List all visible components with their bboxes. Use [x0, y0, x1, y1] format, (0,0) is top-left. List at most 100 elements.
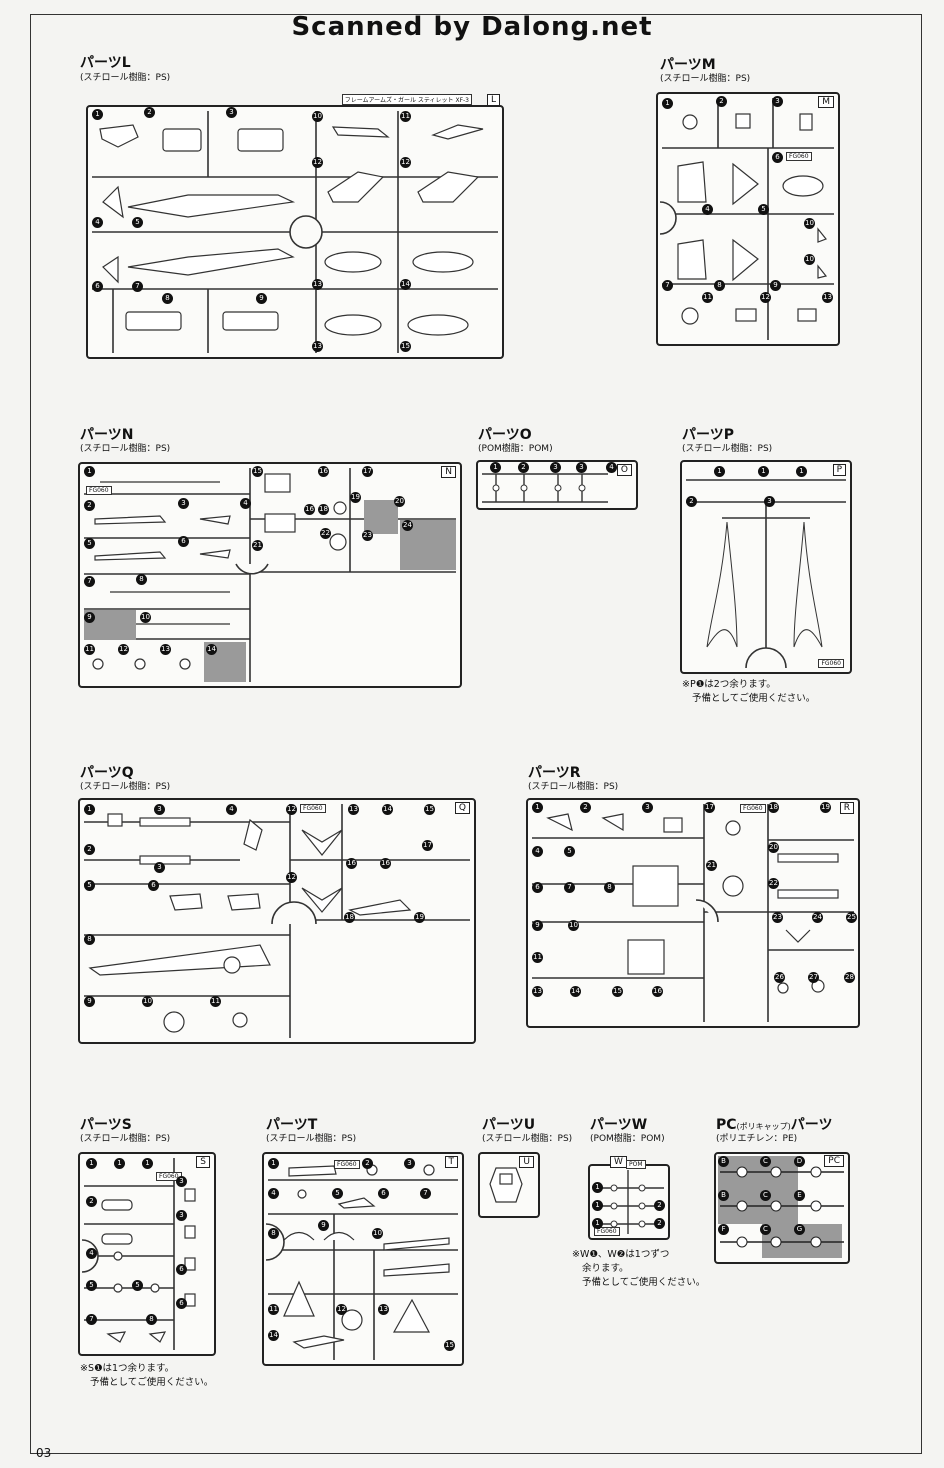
note-p: ※P❶は2つ余ります。 予備としてご使用ください。 — [682, 678, 815, 706]
part-number: 16 — [380, 858, 391, 869]
part-number: 11 — [400, 111, 411, 122]
part-number: 6 — [176, 1298, 187, 1309]
watermark: Scanned by Dalong.net — [291, 12, 653, 42]
sprue-u-runners — [489, 1167, 523, 1203]
part-number: 9 — [84, 612, 95, 623]
fg-code: FG060 — [786, 152, 812, 161]
sprue-q-material: (スチロール樹脂：PS) — [80, 782, 171, 792]
page-border — [30, 14, 922, 1454]
part-number: 1 — [142, 1158, 153, 1169]
part-number: 3 — [772, 96, 783, 107]
part-number: 24 — [812, 912, 823, 923]
sprue-r-title: パーツR — [528, 765, 581, 781]
part-number: 13 — [312, 279, 323, 290]
sprue-n-tag: N — [441, 466, 456, 478]
sprue-pc-runners — [720, 1166, 844, 1248]
part-number: 12 — [400, 157, 411, 168]
note-s: ※S❶は1つ余ります。 予備としてご使用ください。 — [80, 1362, 213, 1390]
part-number: 9 — [256, 293, 267, 304]
sprue-w: W POM FG060 1 1 2 1 2 — [588, 1156, 670, 1240]
part-letter: C — [760, 1224, 771, 1235]
part-number: 28 — [844, 972, 855, 983]
part-number: 17 — [422, 840, 433, 851]
fg-code: FG060 — [86, 486, 112, 495]
fg-code: FG060 — [594, 1227, 620, 1236]
part-number: 23 — [772, 912, 783, 923]
sprue-t-title: パーツT — [266, 1117, 318, 1133]
part-number: 2 — [580, 802, 591, 813]
part-number: 25 — [846, 912, 857, 923]
sprue-p-runners — [686, 479, 846, 669]
note-line: ※S❶は1つ余ります。 — [80, 1363, 175, 1374]
part-number: 22 — [320, 528, 331, 539]
sprue-u-title: パーツU — [482, 1117, 536, 1133]
sprue-r-runners — [532, 804, 854, 1022]
part-number: 1 — [84, 466, 95, 477]
sprue-o: O 1 2 3 3 4 — [476, 460, 638, 510]
part-number: 6 — [176, 1264, 187, 1275]
sprue-u-tag: U — [519, 1156, 534, 1168]
part-number: 4 — [86, 1248, 97, 1259]
part-number: 7 — [564, 882, 575, 893]
part-number: 10 — [568, 920, 579, 931]
part-number: 7 — [86, 1314, 97, 1325]
note-line: 予備としてご使用ください。 — [692, 693, 816, 704]
part-number: 1 — [592, 1200, 603, 1211]
part-number: 2 — [84, 844, 95, 855]
part-number: 15 — [252, 466, 263, 477]
sprue-n-title: パーツN — [80, 427, 134, 443]
part-number: 9 — [318, 1220, 329, 1231]
part-number: 14 — [382, 804, 393, 815]
part-number: 23 — [362, 530, 373, 541]
part-number: 17 — [704, 802, 715, 813]
part-number: 10 — [804, 254, 815, 265]
part-number: 4 — [532, 846, 543, 857]
sprue-t-tag: T — [444, 1156, 458, 1168]
part-number: 12 — [336, 1304, 347, 1315]
part-number: 16 — [304, 504, 315, 515]
part-number: 2 — [84, 500, 95, 511]
fg-code: FG060 — [740, 804, 766, 813]
part-number: 4 — [606, 462, 617, 473]
part-number: 14 — [570, 986, 581, 997]
part-number: 14 — [268, 1330, 279, 1341]
note-w: ※W❶、W❷は1つずつ 余ります。 予備としてご使用ください。 — [572, 1248, 705, 1290]
part-number: 10 — [142, 996, 153, 1007]
sprue-u-material: (スチロール樹脂：PS) — [482, 1134, 573, 1144]
sprue-q-tag: Q — [454, 802, 470, 814]
sprue-p-tag: P — [832, 464, 846, 476]
part-number: 5 — [564, 846, 575, 857]
sprue-s-title: パーツS — [80, 1117, 132, 1133]
note-line: 予備としてご使用ください。 — [582, 1277, 706, 1288]
sprue-s-runners — [81, 1158, 196, 1350]
part-number: 2 — [362, 1158, 373, 1169]
pc-title-end: パーツ — [790, 1117, 833, 1133]
part-number: 4 — [268, 1188, 279, 1199]
part-number: 10 — [140, 612, 151, 623]
sprue-n: N FG060 1 15 16 17 18 19 20 24 2 3 4 16 … — [78, 462, 462, 688]
note-line: ※P❶は2つ余ります。 — [682, 679, 776, 690]
part-number: 3 — [226, 107, 237, 118]
part-number: 12 — [286, 872, 297, 883]
part-letter: E — [794, 1190, 805, 1201]
sprue-l-title: パーツL — [80, 55, 131, 71]
part-number: 5 — [132, 1280, 143, 1291]
note-line: ※W❶、W❷は1つずつ — [572, 1249, 670, 1260]
part-number: 2 — [686, 496, 697, 507]
part-number: 19 — [414, 912, 425, 923]
part-number: 24 — [402, 520, 413, 531]
part-number: 8 — [268, 1228, 279, 1239]
part-number: 11 — [210, 996, 221, 1007]
part-number: 2 — [144, 107, 155, 118]
part-number: 14 — [400, 279, 411, 290]
part-number: 2 — [86, 1196, 97, 1207]
sprue-t-runners — [265, 1164, 458, 1360]
part-number: 3 — [154, 804, 165, 815]
sprue-t-material: (スチロール樹脂：PS) — [266, 1134, 357, 1144]
shaded-part — [364, 500, 398, 534]
part-number: 1 — [92, 109, 103, 120]
part-number: 13 — [822, 292, 833, 303]
part-number: 9 — [770, 280, 781, 291]
sprue-pc-tag: PC — [824, 1155, 844, 1167]
sprue-s-tag: S — [196, 1156, 210, 1168]
